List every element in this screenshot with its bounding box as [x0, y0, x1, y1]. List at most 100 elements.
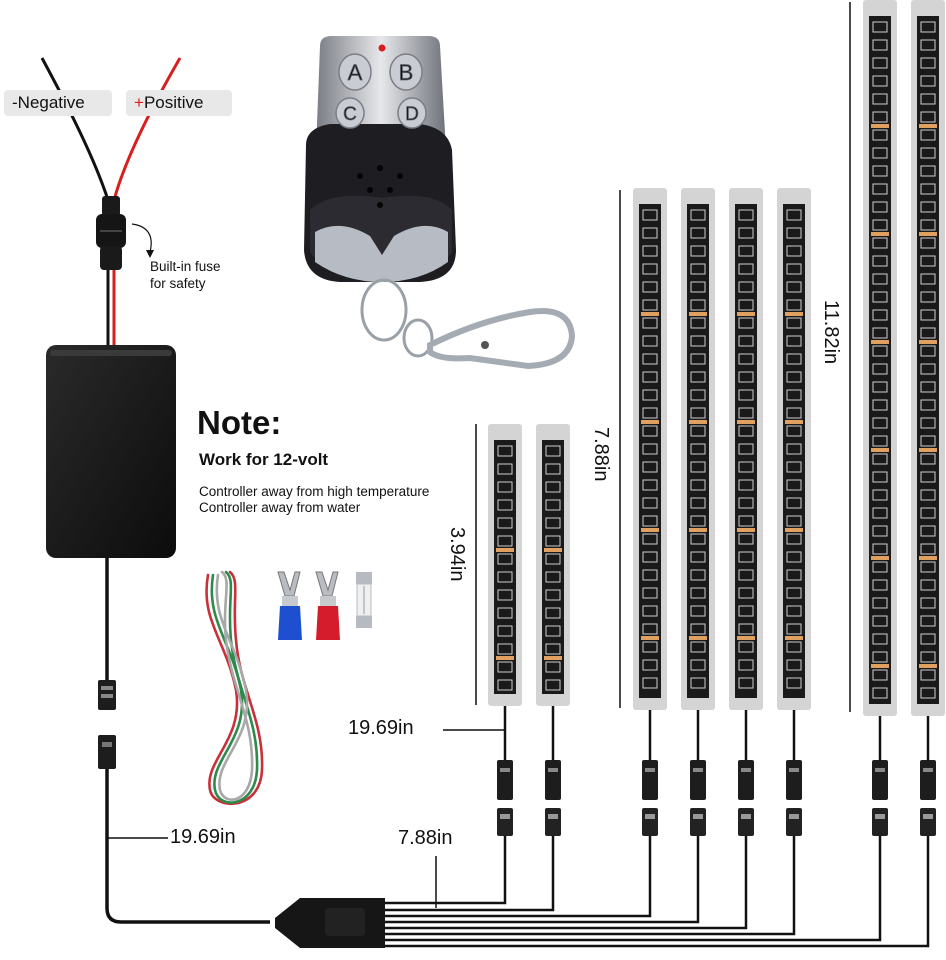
led-chip	[545, 661, 561, 673]
wire-harness-bundle	[205, 570, 264, 805]
led-chip	[872, 453, 888, 465]
connector-pin	[693, 768, 703, 772]
led-chip	[920, 597, 936, 609]
led-chip	[920, 165, 936, 177]
strip-connector-female	[738, 808, 754, 836]
led-chip	[497, 517, 513, 529]
led-chip	[642, 497, 658, 509]
led-chip	[642, 245, 658, 257]
led-chip	[786, 227, 802, 239]
resistor-pad	[641, 528, 659, 532]
splitter-hub	[275, 898, 385, 948]
led-chip	[690, 443, 706, 455]
led-strip-long	[863, 0, 897, 836]
strip-connector-female	[786, 808, 802, 836]
led-chip	[690, 353, 706, 365]
led-strip-short	[488, 424, 522, 836]
connector-socket	[645, 814, 655, 819]
short-strip-length-label: 3.94in	[446, 527, 468, 582]
led-chip	[872, 165, 888, 177]
led-chip	[690, 641, 706, 653]
led-chip	[690, 605, 706, 617]
led-chip	[738, 551, 754, 563]
resistor-pad	[737, 636, 755, 640]
led-chip	[690, 461, 706, 473]
resistor-pad	[641, 420, 659, 424]
led-chip	[738, 623, 754, 635]
led-chip	[690, 677, 706, 689]
led-chip	[920, 417, 936, 429]
led-chip	[738, 479, 754, 491]
fuse-note-line2: for safety	[150, 276, 206, 291]
led-chip	[872, 381, 888, 393]
led-chip	[872, 543, 888, 555]
resistor-pad	[785, 420, 803, 424]
led-chip	[642, 407, 658, 419]
controller-box	[46, 345, 176, 558]
power-leads	[40, 57, 182, 345]
led-chip	[920, 561, 936, 573]
strip-connector-female	[872, 808, 888, 836]
led-chip	[642, 389, 658, 401]
led-chip	[920, 543, 936, 555]
led-chip	[786, 389, 802, 401]
led-chip	[872, 687, 888, 699]
led-chip	[738, 515, 754, 527]
resistor-pad	[919, 556, 937, 560]
resistor-pad	[871, 232, 889, 236]
led-chip	[920, 75, 936, 87]
led-chip	[642, 263, 658, 275]
medium-strip-length-label: 7.88in	[590, 427, 612, 482]
led-chip	[920, 381, 936, 393]
led-chip	[786, 497, 802, 509]
led-chip	[872, 633, 888, 645]
led-strip-long	[911, 0, 945, 836]
resistor-pad	[871, 556, 889, 560]
led-chip	[642, 353, 658, 365]
led-chip	[872, 471, 888, 483]
led-chip	[690, 479, 706, 491]
led-chip	[738, 641, 754, 653]
led-chip	[642, 479, 658, 491]
led-chip	[497, 481, 513, 493]
strip-connector-male	[497, 760, 513, 800]
led-chip	[920, 219, 936, 231]
led-chip	[738, 227, 754, 239]
led-chip	[642, 317, 658, 329]
led-chip	[920, 435, 936, 447]
led-chip	[786, 317, 802, 329]
led-chip	[920, 201, 936, 213]
led-chip	[872, 669, 888, 681]
led-chip	[738, 587, 754, 599]
led-chip	[920, 399, 936, 411]
led-chip	[872, 489, 888, 501]
resistor-pad	[641, 312, 659, 316]
led-chip	[738, 659, 754, 671]
led-chip	[690, 389, 706, 401]
svg-text:C: C	[343, 104, 357, 125]
led-chip	[545, 535, 561, 547]
resistor-pad	[689, 420, 707, 424]
strip-connector-male	[786, 760, 802, 800]
led-chip	[497, 535, 513, 547]
positive-word: Positive	[143, 93, 204, 112]
led-chip	[690, 263, 706, 275]
led-chip	[642, 461, 658, 473]
resistor-pad	[737, 528, 755, 532]
led-chip	[738, 245, 754, 257]
splitter-lead-length-label: 7.88in	[398, 827, 453, 849]
led-chip	[920, 93, 936, 105]
led-chip	[690, 335, 706, 347]
led-chip	[786, 677, 802, 689]
connector-pin	[548, 768, 558, 772]
led-chip	[642, 281, 658, 293]
led-chip	[920, 507, 936, 519]
led-chip	[786, 515, 802, 527]
led-chip	[920, 291, 936, 303]
resistor-pad	[496, 548, 514, 552]
led-chip	[920, 255, 936, 267]
connector-socket	[500, 814, 510, 819]
led-chip	[738, 407, 754, 419]
remote-button-b: B	[389, 53, 423, 91]
